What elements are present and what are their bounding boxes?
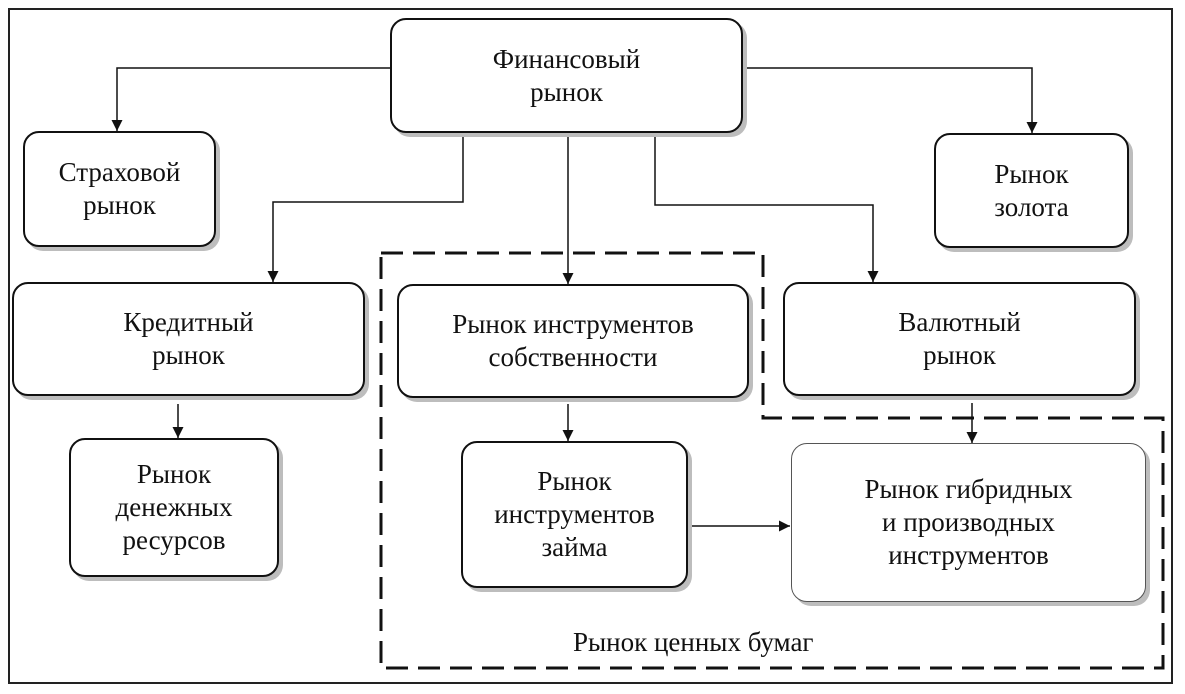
node-insurance-market: Страховой рынок bbox=[23, 131, 216, 247]
node-loan-instruments-market: Рынок инструментов займа bbox=[461, 441, 688, 588]
node-money-resources-market: Рынок денежных ресурсов bbox=[69, 438, 279, 577]
securities-market-label: Рынок ценных бумаг bbox=[573, 627, 814, 657]
node-ownership-instruments-market: Рынок инструментов собственности bbox=[397, 284, 749, 398]
node-currency-market: Валютный рынок bbox=[783, 282, 1136, 396]
node-hybrid-derivative-market: Рынок гибридных и производных инструмент… bbox=[791, 443, 1146, 602]
node-gold-market: Рынок золота bbox=[934, 133, 1129, 248]
edge-financial-credit bbox=[267, 137, 464, 282]
edge-financial-currency bbox=[654, 137, 879, 282]
securities-group-boundary bbox=[379, 251, 1165, 670]
node-credit-market: Кредитный рынок bbox=[12, 282, 365, 396]
diagram-frame bbox=[8, 8, 1173, 684]
edge-financial-gold bbox=[743, 67, 1038, 133]
node-financial-market: Финансовый рынок bbox=[390, 18, 743, 133]
edge-financial-insurance bbox=[111, 67, 390, 131]
